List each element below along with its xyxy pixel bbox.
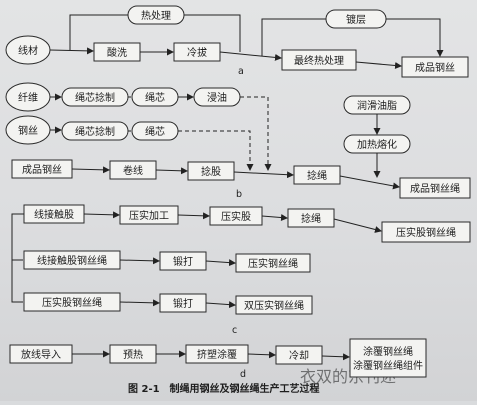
node-product-a-label: 成品钢丝 — [415, 61, 455, 74]
node-heat-melt-label: 加热熔化 — [357, 138, 397, 151]
node-cold-draw-label: 冷拔 — [187, 46, 207, 59]
node-pickling: 酸洗 — [93, 42, 141, 62]
node-strand: 捻股 — [187, 161, 235, 181]
node-double-compact-label: 双压实钢丝绳 — [244, 299, 304, 312]
node-compact-rope-label: 压实钢丝绳 — [248, 257, 298, 270]
node-fiber-core-twist-label: 绳芯捻制 — [75, 91, 115, 104]
node-wire: 线材 — [5, 35, 51, 65]
node-compact-strand-rope-2: 压实股钢丝绳 — [23, 292, 121, 312]
node-finished-wire-label: 成品钢丝 — [22, 163, 62, 176]
diagram-a: 线材 热处理 酸洗 冷拔 镀层 最终热处理 成品钢丝 — [5, 5, 469, 78]
node-lube-label: 润滑油脂 — [357, 99, 397, 112]
node-compact-strand-label: 压实股 — [221, 210, 251, 223]
node-wire-label: 线材 — [18, 44, 38, 57]
diagram-d-label: d — [240, 369, 246, 380]
node-coil-label: 卷线 — [123, 164, 143, 177]
node-steel-core: 绳芯 — [131, 121, 179, 141]
node-steel-core-label: 绳芯 — [145, 125, 165, 138]
node-compact-rope: 压实钢丝绳 — [235, 253, 311, 273]
node-strand-label: 捻股 — [201, 165, 221, 178]
node-product-d-line1: 涂覆钢丝绳 — [363, 345, 413, 358]
node-pickling-label: 酸洗 — [107, 46, 127, 59]
node-preheat: 预热 — [109, 344, 157, 364]
node-payoff: 放线导入 — [9, 344, 73, 364]
node-steel-wire: 钢丝 — [5, 115, 51, 145]
node-product-a: 成品钢丝 — [401, 56, 469, 78]
node-cold-draw: 冷拔 — [173, 42, 221, 62]
node-final-heat-label: 最终热处理 — [294, 54, 344, 67]
diagram-b-label: b — [236, 189, 242, 200]
node-fiber-core-label: 绳芯 — [145, 91, 165, 104]
node-forge-1-label: 锻打 — [173, 255, 193, 268]
node-compact-process: 压实加工 — [119, 205, 179, 225]
node-forge-1: 锻打 — [159, 251, 207, 271]
node-fiber-core-twist: 绳芯捻制 — [61, 87, 129, 107]
node-fiber-label: 纤维 — [18, 91, 38, 104]
node-compact-strand: 压实股 — [209, 206, 263, 226]
node-coil: 卷线 — [109, 160, 157, 180]
node-product-b-label: 成品钢丝绳 — [410, 182, 460, 195]
node-lube: 润滑油脂 — [343, 95, 411, 115]
node-cool: 冷却 — [275, 345, 323, 365]
node-steel-core-twist-label: 绳芯捻制 — [75, 125, 115, 138]
node-extrude-label: 挤塑涂覆 — [197, 348, 237, 361]
node-compact-strand-rope-2-label: 压实股钢丝绳 — [42, 296, 102, 309]
node-finished-wire: 成品钢丝 — [11, 159, 73, 179]
diagram-d: 衣双的东刊述 放线导入 预热 挤塑涂覆 冷却 涂覆钢丝绳 涂覆钢丝绳组件 d — [9, 338, 427, 386]
node-oil-dip: 浸油 — [193, 87, 241, 107]
node-compact-strand-rope-label: 压实股钢丝绳 — [396, 226, 456, 239]
node-compact-process-label: 压实加工 — [129, 209, 169, 222]
node-rope-twist-b-label: 捻绳 — [307, 169, 327, 182]
node-rope-twist-c-label: 捻绳 — [301, 212, 321, 225]
node-line-contact: 线接触股 — [23, 204, 85, 224]
node-line-contact-rope-label: 线接触股钢丝绳 — [37, 254, 107, 267]
node-coating: 镀层 — [325, 9, 387, 29]
node-extrude: 挤塑涂覆 — [185, 344, 249, 364]
node-oil-dip-label: 浸油 — [207, 91, 227, 104]
node-product-d-line2: 涂覆钢丝绳组件 — [353, 359, 423, 372]
node-line-contact-label: 线接触股 — [34, 208, 74, 221]
node-double-compact: 双压实钢丝绳 — [235, 295, 313, 315]
node-heat-treat: 热处理 — [127, 5, 185, 25]
diagram-c: 线接触股 压实加工 压实股 捻绳 压实股钢丝绳 线接触股钢丝绳 锻打 压实钢丝 — [11, 204, 471, 336]
node-cool-label: 冷却 — [289, 349, 309, 362]
node-final-heat: 最终热处理 — [281, 49, 357, 71]
diagram-c-label: c — [232, 325, 237, 336]
node-preheat-label: 预热 — [123, 348, 143, 361]
diagram-a-label: a — [238, 66, 244, 77]
node-heat-melt: 加热熔化 — [343, 134, 411, 154]
node-payoff-label: 放线导入 — [21, 348, 61, 361]
node-product-b: 成品钢丝绳 — [399, 177, 471, 199]
node-rope-twist-c: 捻绳 — [287, 208, 335, 228]
node-fiber: 纤维 — [5, 82, 51, 112]
figure-caption: 图 2-1 制绳用钢丝及钢丝绳生产工艺过程 — [128, 382, 320, 395]
node-coating-label: 镀层 — [346, 13, 366, 26]
node-steel-wire-label: 钢丝 — [18, 124, 38, 137]
node-compact-strand-rope: 压实股钢丝绳 — [381, 221, 471, 243]
node-fiber-core: 绳芯 — [131, 87, 179, 107]
node-rope-twist-b: 捻绳 — [293, 165, 341, 185]
node-heat-treat-label: 热处理 — [141, 9, 171, 22]
diagram-b: 纤维 绳芯捻制 绳芯 浸油 钢丝 绳芯捻制 绳芯 润滑油脂 — [5, 82, 471, 200]
node-forge-2: 锻打 — [159, 293, 207, 313]
node-product-d: 涂覆钢丝绳 涂覆钢丝绳组件 — [349, 338, 427, 378]
node-forge-2-label: 锻打 — [173, 297, 193, 310]
node-steel-core-twist: 绳芯捻制 — [61, 121, 129, 141]
node-line-contact-rope: 线接触股钢丝绳 — [23, 250, 121, 270]
